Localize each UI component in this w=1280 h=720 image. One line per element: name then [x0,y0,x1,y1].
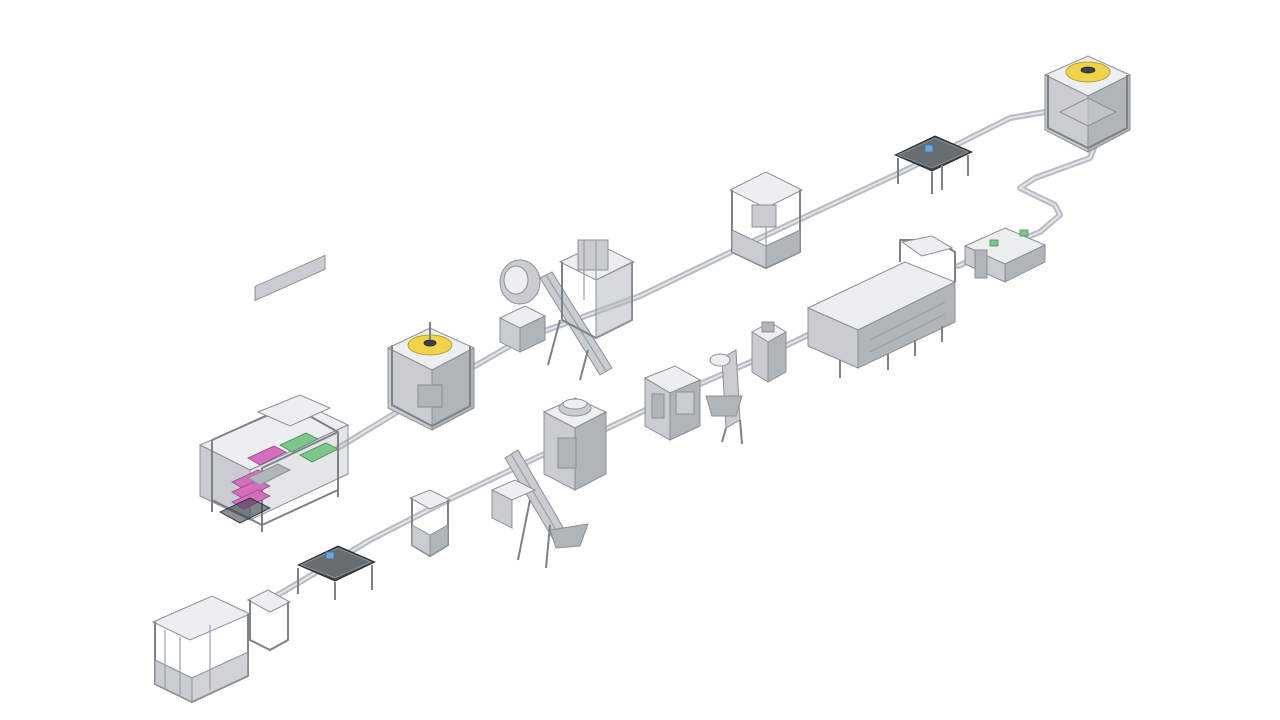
packer-frame-icon [198,254,350,532]
rotary-filler-machine [386,322,476,431]
depalletizer-icon [151,589,292,703]
vertical-elevator-icon [705,349,743,445]
rinser-icon [643,365,702,441]
vertical-elevator-machine [705,349,743,445]
tunnel-icon [806,235,957,378]
transfer-table-lower [297,545,376,600]
rinser-machine [643,365,702,441]
cap-elevator-capper-machine [498,239,636,381]
sleeve-station-machine [751,321,787,383]
capping-station-icon [728,171,804,269]
rotary-monoblock-machine [1043,55,1132,153]
rotary-filler-icon [1043,55,1132,153]
incline-conveyor-icon [490,449,589,569]
accumulation-table-icon [297,545,376,600]
tunnel-oven-machine [806,235,957,378]
rotary-filler-icon [386,322,476,431]
capping-station-machine [728,171,804,269]
hopper-filler-icon [542,397,608,491]
conveyor-network [259,109,1098,607]
accumulation-table-icon [894,135,973,194]
hopper-filler-machine [542,397,608,491]
tray-packer-machine [198,254,350,532]
labeling-unit-machine [963,227,1047,283]
small-capper-machine [408,489,452,557]
labeler-icon [963,227,1047,283]
sleeve-station-icon [751,321,787,383]
incline-conveyor-machine [490,449,589,569]
elevator-capper-icon [498,239,636,381]
depalletizer-machine [151,589,292,703]
transfer-table-upper [894,135,973,194]
small-capper-icon [408,489,452,557]
